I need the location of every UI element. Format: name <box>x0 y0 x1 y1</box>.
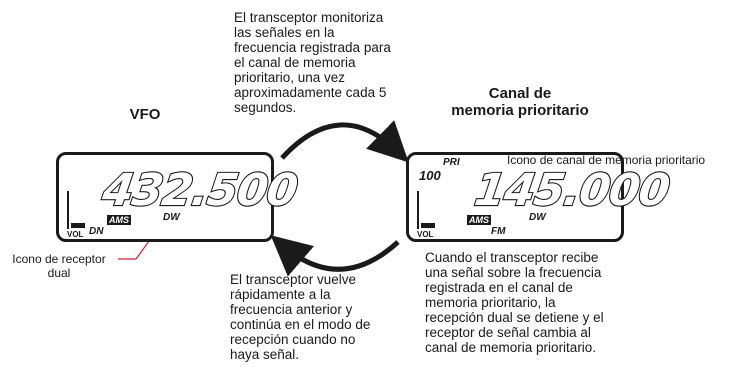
vfo-frequency: 432.500 <box>98 164 301 217</box>
vfo-vol-level <box>71 223 85 228</box>
bottom-left-description: El transceptor vuelve rápidamente a la f… <box>230 272 371 362</box>
callout-dual-receiver: Icono de receptor dual <box>12 252 106 280</box>
vfo-dw-icon: DW <box>163 212 180 223</box>
priority-frequency: 145.000 <box>470 164 673 217</box>
priority-title: Canal de memoria prioritario <box>451 85 589 119</box>
vfo-lcd: 432.500 VOL DN AMS DW <box>56 152 301 242</box>
arrow-to-priority <box>280 120 409 163</box>
priority-vol-bar <box>417 191 419 229</box>
vfo-dn: DN <box>89 226 104 237</box>
callout-priority-icon: Icono de canal de memoria prioritario <box>507 153 706 167</box>
priority-ams-icon: AMS <box>467 215 491 225</box>
priority-fm-icon: FM <box>491 226 506 237</box>
arrow-to-vfo <box>270 235 400 277</box>
vfo-vol-label: VOL <box>67 230 84 239</box>
priority-pri-icon: PRI <box>443 157 460 168</box>
priority-dw-icon: DW <box>529 212 546 223</box>
priority-vol-level <box>421 223 435 228</box>
bottom-right-description: Cuando el transceptor recibe una señal s… <box>425 250 604 355</box>
priority-lcd: 100 PRI 145.000 VOL AMS DW FM <box>406 152 673 242</box>
priority-vol-label: VOL <box>417 230 434 239</box>
top-description: El transceptor monitoriza las señales en… <box>234 10 391 115</box>
vfo-title: VFO <box>129 106 161 123</box>
priority-channel-number: 100 <box>419 168 441 183</box>
vfo-vol-bar <box>67 191 69 229</box>
vfo-ams-icon: AMS <box>107 215 131 225</box>
